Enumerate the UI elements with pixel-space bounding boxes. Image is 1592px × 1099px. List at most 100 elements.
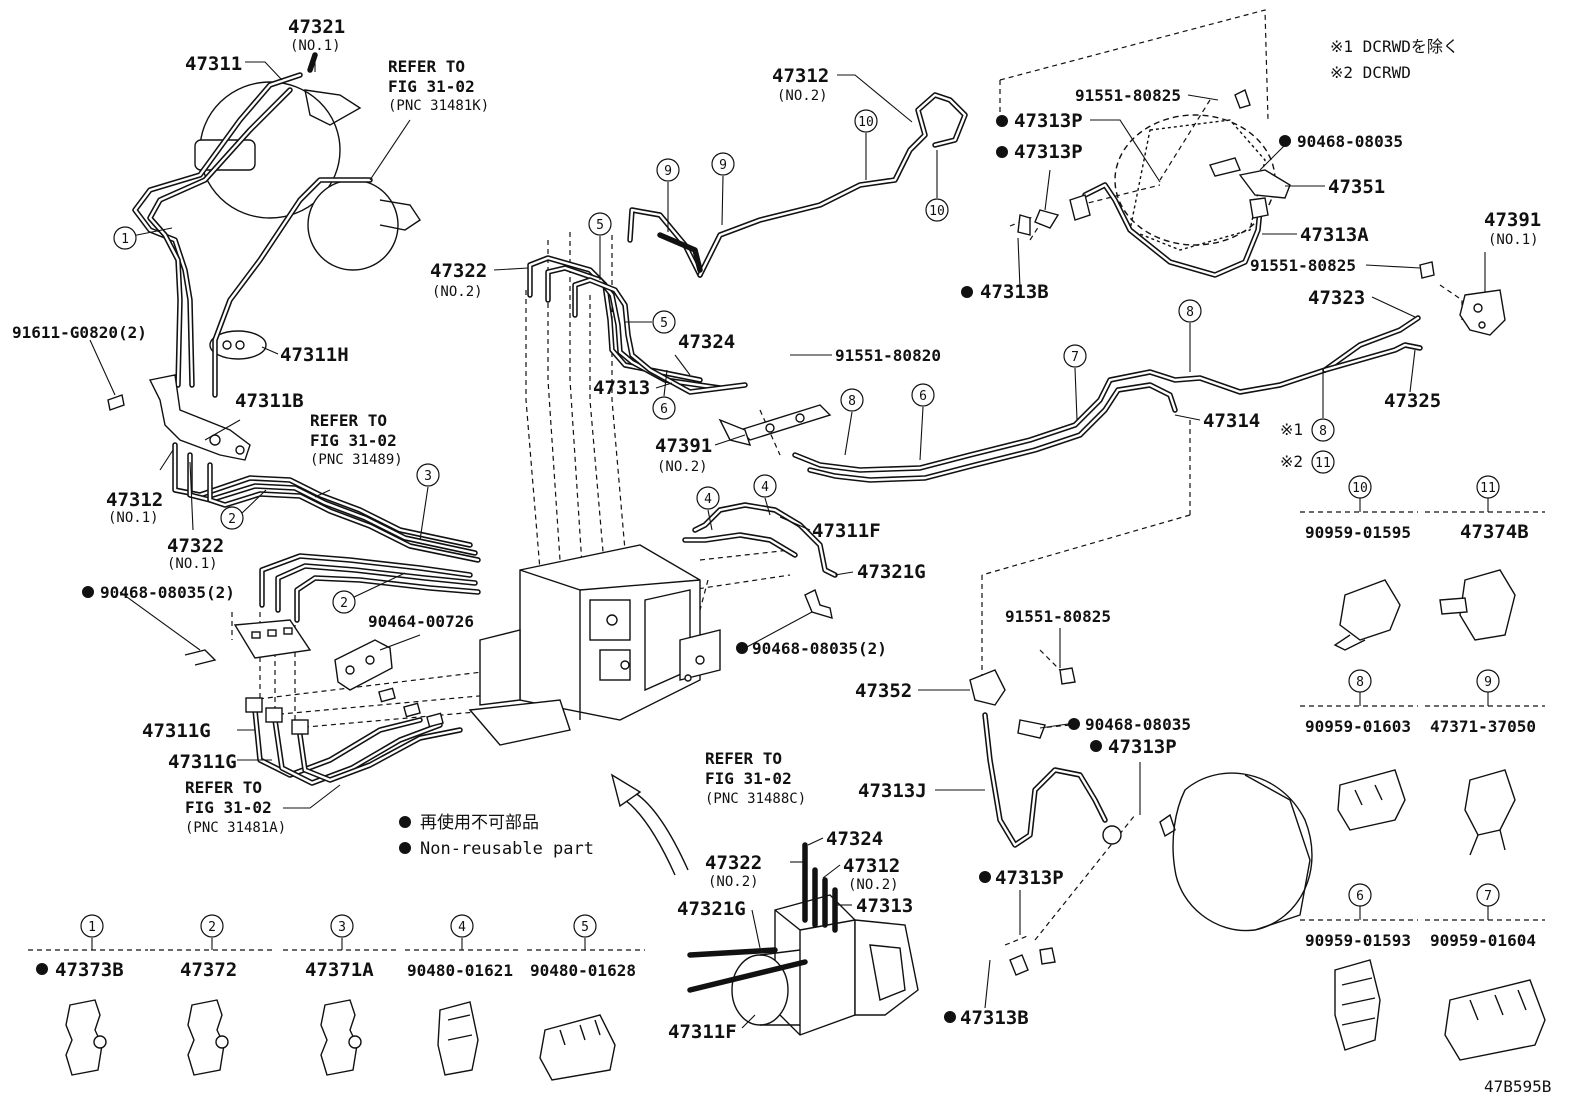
clamp-90480-01628-icon xyxy=(539,1014,616,1081)
clamp-90959-01603-icon xyxy=(1337,769,1406,831)
abs-actuator-main xyxy=(468,544,721,746)
svg-text:REFER TO: REFER TO xyxy=(310,411,387,430)
callout-7: 7 xyxy=(1063,344,1087,421)
label-47351: 47351 xyxy=(1328,176,1385,198)
key-header-2: 2 xyxy=(200,914,224,938)
key-part-90959-01595: 90959-01595 xyxy=(1305,523,1411,542)
legend-non-reusable-ja: 再使用不可部品 xyxy=(420,812,539,833)
svg-text:FIG 31-02: FIG 31-02 xyxy=(388,77,475,96)
callout-4-a: 4 xyxy=(696,486,720,531)
callout-2-b: 2 xyxy=(332,572,406,614)
callout-3: 3 xyxy=(416,463,440,541)
note-marker-1: ※1 xyxy=(1280,420,1303,439)
key-part-90480-01628: 90480-01628 xyxy=(530,961,636,980)
label-47311G-1: 47311G xyxy=(142,720,211,742)
callout-2-a: 2 xyxy=(220,489,267,530)
label-47312-no2-sub: (NO.2) xyxy=(777,88,828,104)
label-47313P-3: 47313P xyxy=(1108,736,1177,758)
svg-text:4: 4 xyxy=(704,492,712,507)
bracket-47391-no1 xyxy=(1419,261,1506,336)
part-number-labels: 47321 (NO.1) 47311 91611-G0820(2) 47311H… xyxy=(12,16,1541,1043)
svg-text:(PNC 31481K): (PNC 31481K) xyxy=(388,98,489,114)
svg-text:6: 6 xyxy=(1356,889,1364,904)
key-header-6: 6 xyxy=(1348,883,1372,907)
callout-9-a: 9 xyxy=(656,158,680,232)
label-47322-no2: 47322 xyxy=(430,260,487,282)
callout-11: 11 xyxy=(1311,450,1335,474)
svg-text:9: 9 xyxy=(664,164,672,179)
notes: ※1 DCRWDを除く ※2 DCRWD 再使用不可部品 Non-reusabl… xyxy=(420,37,1551,1096)
label-47325: 47325 xyxy=(1384,390,1441,412)
inset-label-47322-sub: (NO.2) xyxy=(708,874,759,890)
legend-non-reusable-en: Non-reusable part xyxy=(420,839,594,859)
label-47321G: 47321G xyxy=(857,561,926,583)
label-47313P-2: 47313P xyxy=(1014,141,1083,163)
key-header-7: 7 xyxy=(1476,883,1500,907)
left-tube-bundle xyxy=(172,442,481,623)
clamp-47372-icon xyxy=(187,999,225,1076)
svg-text:REFER TO: REFER TO xyxy=(185,778,262,797)
key-header-1: 1 xyxy=(80,914,104,938)
callout-8-a: 8 xyxy=(840,388,864,456)
key-header-5: 5 xyxy=(573,914,597,938)
ref-31481K: REFER TO FIG 31-02 (PNC 31481K) xyxy=(388,57,489,114)
svg-text:2: 2 xyxy=(208,920,216,935)
clamp-key-labels: 47373B 47372 47371A 90480-01621 90480-01… xyxy=(55,521,1536,981)
label-47311F: 47311F xyxy=(812,520,881,542)
svg-text:(PNC 31481A): (PNC 31481A) xyxy=(185,820,286,836)
label-90464: 90464-00726 xyxy=(368,612,474,631)
svg-text:5: 5 xyxy=(596,218,604,233)
label-47311B: 47311B xyxy=(235,390,304,412)
callout-10-a: 10 xyxy=(854,109,878,180)
inset-label-47312-sub: (NO.2) xyxy=(848,877,899,893)
key-part-47372: 47372 xyxy=(180,959,237,981)
callout-5-b: 5 xyxy=(625,310,676,334)
flex-hoses-47311G xyxy=(245,687,463,786)
label-47322-no1-sub: (NO.1) xyxy=(167,556,218,572)
ref-31488C: REFER TO FIG 31-02 (PNC 31488C) xyxy=(705,749,806,807)
abs-actuator-inset xyxy=(687,842,919,1036)
label-47312-no1-sub: (NO.1) xyxy=(108,510,159,526)
label-47313J: 47313J xyxy=(858,780,927,802)
key-part-90959-01603: 90959-01603 xyxy=(1305,717,1411,736)
label-47391-no1-sub: (NO.1) xyxy=(1488,232,1539,248)
label-90468-c: 90468-08035 xyxy=(1297,132,1403,151)
svg-text:2: 2 xyxy=(228,512,236,527)
label-47391-no1: 47391 xyxy=(1484,209,1541,231)
clamp-47374B-icon xyxy=(1459,569,1516,641)
label-47312-no2: 47312 xyxy=(772,65,829,87)
callout-4-b: 4 xyxy=(753,474,777,516)
svg-text:FIG 31-02: FIG 31-02 xyxy=(705,769,792,788)
callout-1-a: 1 xyxy=(113,226,173,250)
label-90468-a: 90468-08035(2) xyxy=(100,583,235,602)
callout-9-b: 9 xyxy=(711,152,735,226)
svg-text:6: 6 xyxy=(660,402,668,417)
inset-label-47321G: 47321G xyxy=(677,898,746,920)
svg-text:FIG 31-02: FIG 31-02 xyxy=(310,431,397,450)
label-47313B-1: 47313B xyxy=(980,281,1049,303)
label-47391-no2-sub: (NO.2) xyxy=(657,459,708,475)
label-47311G-2: 47311G xyxy=(168,751,237,773)
clamp-icons xyxy=(65,569,1546,1081)
label-47313: 47313 xyxy=(593,377,650,399)
ref-31489: REFER TO FIG 31-02 (PNC 31489) xyxy=(310,411,403,468)
label-47352: 47352 xyxy=(855,680,912,702)
label-47314: 47314 xyxy=(1203,410,1260,432)
note-1: ※1 DCRWDを除く xyxy=(1330,37,1459,56)
label-91551-80825-a: 91551-80825 xyxy=(1075,86,1181,105)
label-47321: 47321 xyxy=(288,16,345,38)
callout-10-b: 10 xyxy=(925,150,949,222)
inset-label-47313: 47313 xyxy=(856,895,913,917)
label-47312-no1: 47312 xyxy=(106,489,163,511)
key-part-90959-01604: 90959-01604 xyxy=(1430,931,1536,950)
svg-text:10: 10 xyxy=(858,115,874,130)
label-47322-no2-sub: (NO.2) xyxy=(432,284,483,300)
rear-right-brake xyxy=(969,667,1313,976)
note-2: ※2 DCRWD xyxy=(1330,63,1411,82)
svg-text:1: 1 xyxy=(88,920,96,935)
inset-label-47311F: 47311F xyxy=(668,1021,737,1043)
inset-label-47324: 47324 xyxy=(826,828,883,850)
svg-text:5: 5 xyxy=(660,316,668,331)
non-reusable-dots xyxy=(36,115,1291,1023)
label-47313P-4: 47313P xyxy=(995,867,1064,889)
